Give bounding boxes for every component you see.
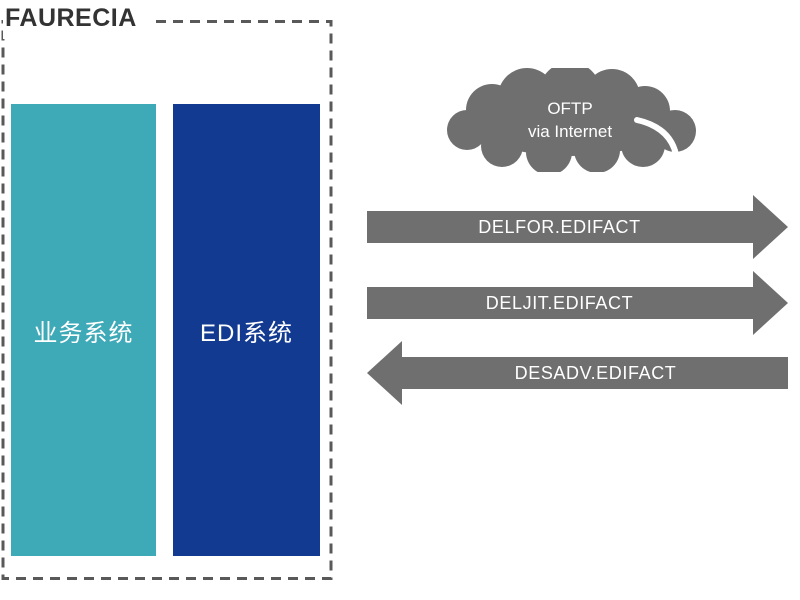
arrow-shape (367, 195, 788, 259)
business-system-label: 业务系统 (33, 319, 134, 347)
arrow-label-delfor: DELFOR.EDIFACT (478, 217, 641, 237)
arrow-left-desadv (367, 341, 788, 405)
cloud-icon (447, 68, 696, 172)
arrow-right-deljit (367, 271, 788, 335)
arrow-label-desadv: DESADV.EDIFACT (514, 363, 677, 383)
cloud-line2: via Internet (527, 122, 613, 141)
cloud-notch (634, 117, 680, 163)
arrow-right-delfor (367, 195, 788, 259)
arrow-label-deljit: DELJIT.EDIFACT (485, 293, 634, 313)
cloud-shape (447, 68, 696, 172)
edi-system-label: EDI系统 (199, 319, 293, 347)
edi-system-box: EDI系统 (173, 104, 320, 556)
business-system-box: 业务系统 (11, 104, 156, 556)
arrow-shape (367, 341, 788, 405)
arrow-shape (367, 271, 788, 335)
company-label: FAURECIA (3, 4, 155, 39)
cloud-line1: OFTP (547, 99, 593, 118)
cloud-text: OFTP via Internet (437, 68, 703, 172)
